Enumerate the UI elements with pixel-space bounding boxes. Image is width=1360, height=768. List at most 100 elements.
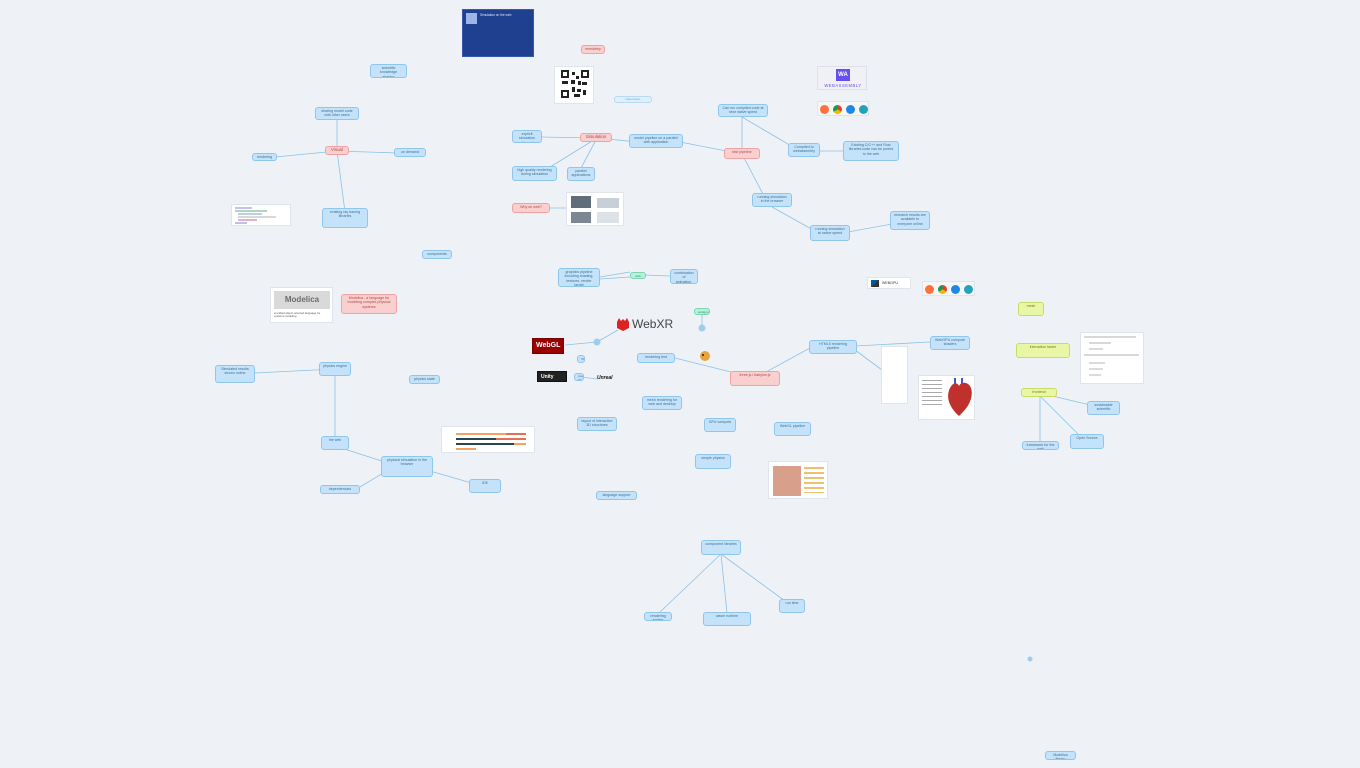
node-sustainable[interactable]: sustainable scientific xyxy=(1087,401,1120,415)
photo-image-2 xyxy=(597,198,619,208)
node-webgpu[interactable]: webgpu xyxy=(694,308,710,315)
node-running-speed[interactable]: running simulation at native speed xyxy=(810,225,850,241)
node-frontend-node[interactable]: frontend xyxy=(1021,388,1057,397)
node-ide[interactable]: IDE xyxy=(469,479,501,493)
anatomy-chart-legend xyxy=(804,467,824,493)
node-web-3d[interactable]: physics engine xyxy=(319,362,351,376)
webassembly-wordmark: WEBASSEMBLY xyxy=(824,83,862,88)
slide-title: Simulation on the web xyxy=(480,13,512,17)
slide-thumbnail[interactable]: Simulation on the web xyxy=(462,9,534,57)
node-bottom-label[interactable]: Modelica library xyxy=(1045,751,1076,760)
node-model-pipeline[interactable]: model pipeline on a parallel web applica… xyxy=(629,134,683,148)
ui-mockup-card xyxy=(881,346,908,404)
photo-image-1 xyxy=(571,196,591,208)
bar-chart-thumbnail xyxy=(441,426,535,453)
node-physical-simulation[interactable]: physical simulation in the browser xyxy=(381,456,433,477)
edge-icon xyxy=(964,285,973,294)
safari-icon xyxy=(951,285,960,294)
code-thumbnail xyxy=(231,204,291,226)
node-gpu-compute[interactable]: GPU compute xyxy=(704,418,736,432)
node-scientific-knowledge[interactable]: scientific knowledge sharing xyxy=(370,64,407,78)
node-visual[interactable]: Visual xyxy=(325,146,349,155)
qr-code-card[interactable] xyxy=(554,66,594,104)
qr-code-icon xyxy=(560,69,590,99)
chrome-icon xyxy=(938,285,947,294)
webgpu-logo-card: WEBGPU xyxy=(867,277,911,289)
node-mendeley[interactable]: mendeley xyxy=(581,45,605,54)
node-modelica-note[interactable]: Modelica - a language for modeling compl… xyxy=(341,294,397,314)
node-html5-pipeline[interactable]: HTML5 rendering pipeline xyxy=(809,340,857,354)
unreal-logo: Unreal xyxy=(597,375,613,381)
node-webgpu-compute[interactable]: WebGPU compute shaders xyxy=(930,336,970,350)
webgpu-wordmark: WEBGPU xyxy=(882,281,898,285)
node-webgpu-access[interactable]: web allows access xyxy=(630,272,646,279)
node-rendering-engine[interactable]: rendering engine xyxy=(644,612,672,621)
code-lines-icon xyxy=(235,207,276,224)
node-open-vs[interactable]: Open Source xyxy=(1070,434,1104,449)
node-render-test[interactable]: rendering test xyxy=(637,353,675,363)
edge-icon xyxy=(859,105,868,114)
node-open-source[interactable]: existing ray tracing libraries xyxy=(322,208,368,228)
bar-chart-icon xyxy=(456,433,526,450)
photo-image-3 xyxy=(571,212,591,223)
node-mesh-support[interactable]: mesh xyxy=(1018,302,1044,316)
node-components[interactable]: components xyxy=(422,250,452,259)
node-simulation[interactable]: Simulation xyxy=(580,133,612,142)
node-existing-code[interactable]: Existing C/C++ and Rust libraries code c… xyxy=(843,141,899,161)
code-lines-icon xyxy=(1084,336,1139,376)
unity-logo: Unity xyxy=(537,371,567,382)
node-sharing-model-code[interactable]: sharing model code with other users xyxy=(315,107,359,120)
node-frontend-ai[interactable]: combination of animation, rendering and … xyxy=(670,269,698,284)
bird-mascot-icon xyxy=(700,351,710,361)
node-simulated-results[interactable]: Simulated results shown online xyxy=(215,365,255,383)
browser-icons-1 xyxy=(817,101,869,116)
node-simulating-visual[interactable]: high quality rendering during simulation xyxy=(512,166,557,181)
modelica-logo-card: Modelica A unified object-oriented langu… xyxy=(270,287,333,323)
node-simple-physics[interactable]: simple physics xyxy=(695,454,731,469)
node-framework-web[interactable]: framework for the web xyxy=(1022,441,1059,450)
node-fast-pipeline[interactable]: fast pipeline xyxy=(724,148,760,159)
node-research-results[interactable]: research results are available to everyo… xyxy=(890,211,930,230)
node-physics-state[interactable]: physics state xyxy=(409,375,440,384)
node-rendering-pill[interactable]: rendering xyxy=(252,153,277,161)
heart-icon xyxy=(948,378,972,416)
firefox-icon xyxy=(925,285,934,294)
node-connection-faster[interactable]: interaction faster xyxy=(1016,343,1070,358)
node-vr-ar[interactable]: VR xyxy=(577,355,585,363)
node-run-time[interactable]: run time xyxy=(779,599,805,613)
node-webgl-pipeline[interactable]: WebGL pipeline xyxy=(774,422,811,436)
webgl-logo: WebGL xyxy=(532,338,564,354)
node-graphics-pipeline[interactable]: graphics pipeline including shading, tex… xyxy=(558,268,600,287)
code-screenshot-card xyxy=(1080,332,1144,384)
node-wasm-compiled[interactable]: Compiled to webassembly xyxy=(788,143,820,157)
webxr-wordmark: WebXR xyxy=(632,317,674,331)
photo-card xyxy=(566,192,624,226)
node-component-libraries[interactable]: component libraries xyxy=(701,540,741,555)
browser-icons-2 xyxy=(922,281,975,296)
photo-image-4 xyxy=(597,212,619,223)
node-running-browser[interactable]: running simulation in the browser xyxy=(752,193,792,207)
node-the-web[interactable]: the web xyxy=(321,436,349,450)
node-wasm-runtime[interactable]: wasm runtime xyxy=(703,612,751,626)
anatomy-chart-thumbnail xyxy=(768,461,828,499)
firefox-icon xyxy=(820,105,829,114)
webassembly-icon: WA xyxy=(836,69,850,81)
node-frontend-threejs[interactable]: three.js / babylon.js xyxy=(730,371,780,386)
heart-anatomy-card xyxy=(918,375,975,420)
node-render-mesh[interactable]: mesh rendering for web and desktop xyxy=(642,396,682,410)
node-explicit-simulation[interactable]: explicit simulation with code xyxy=(512,130,542,143)
webgl-wordmark: WebGL xyxy=(536,342,561,349)
node-parallel-apps[interactable]: parallel applications xyxy=(567,167,595,181)
node-why-not-web[interactable]: Why on web? xyxy=(512,203,550,213)
webassembly-logo-card: WA WEBASSEMBLY xyxy=(817,66,867,90)
modelica-logo: Modelica xyxy=(274,291,330,309)
node-webassembly-speed[interactable]: Can run compiled code at near native spe… xyxy=(718,104,768,117)
node-language-support[interactable]: language support xyxy=(596,491,637,500)
slide-image xyxy=(466,13,477,24)
node-dependencies[interactable]: dependencies xyxy=(320,485,360,494)
node-on-demand[interactable]: on demand xyxy=(394,148,426,157)
node-qr-link[interactable]: https://web-viewer.example xyxy=(614,96,652,103)
node-create-webxr[interactable]: create 3D web content xyxy=(574,373,584,381)
node-layout-interactive[interactable]: layout of interactive 3D structures xyxy=(577,417,617,431)
